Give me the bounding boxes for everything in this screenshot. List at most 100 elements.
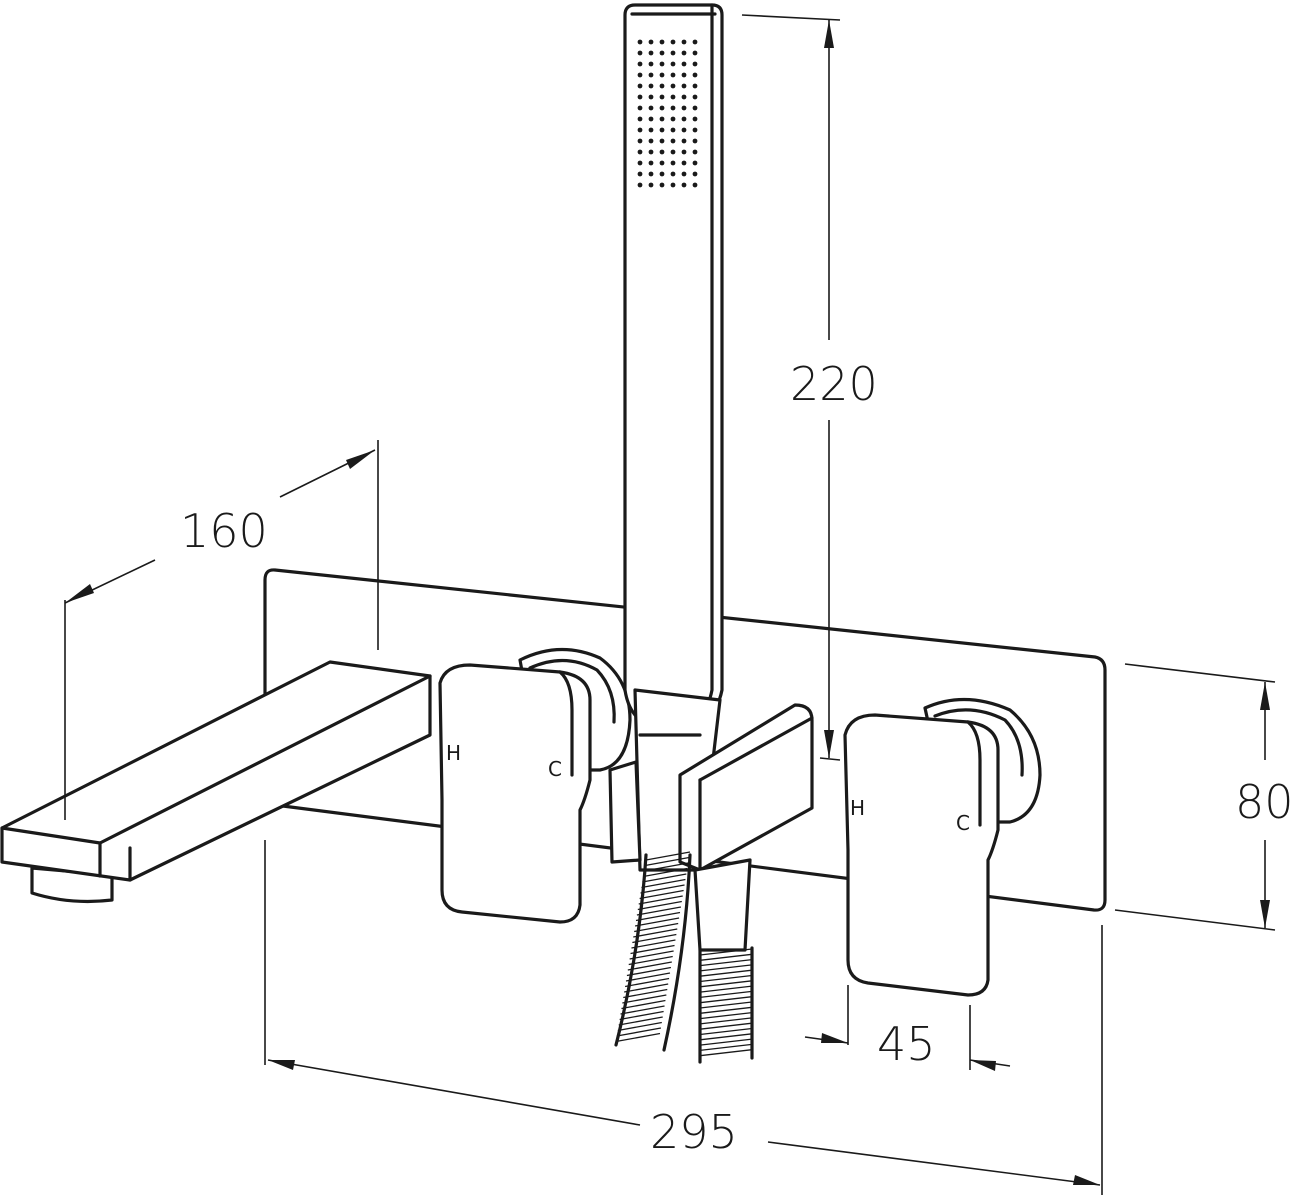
nozzle-dot — [670, 160, 676, 166]
nozzle-dot — [637, 182, 643, 188]
hose-rib — [699, 1043, 753, 1052]
nozzle-dot — [648, 39, 654, 45]
nozzle-dot — [681, 149, 687, 155]
dimension-220: 220 — [741, 14, 878, 761]
hose-rib — [641, 878, 686, 889]
right-handle-cold-mark: C — [956, 811, 970, 835]
nozzle-dot — [648, 72, 654, 78]
hose-rib — [636, 906, 682, 916]
nozzle-dot — [648, 94, 654, 100]
hose-rib — [699, 1006, 753, 1014]
nozzle-dot — [692, 138, 698, 144]
hose-rib — [699, 948, 753, 956]
nozzle-dot — [648, 61, 654, 67]
hose-rib — [617, 1021, 662, 1032]
nozzle-dot — [648, 149, 654, 155]
nozzle-dot — [681, 39, 687, 45]
nozzle-dot — [659, 160, 665, 166]
hose-rib — [621, 999, 666, 1010]
hose-rib — [616, 1027, 662, 1037]
nozzle-dot — [648, 83, 654, 89]
nozzle-dot — [670, 182, 676, 188]
hose-rib — [699, 1038, 753, 1046]
nozzle-dot — [637, 50, 643, 56]
nozzle-dot — [637, 127, 643, 133]
hose-rib — [634, 917, 680, 927]
hose-rib — [633, 928, 678, 938]
nozzle-dot — [681, 127, 687, 133]
nozzle-dot — [670, 61, 676, 67]
hose-rib — [639, 889, 684, 900]
nozzle-dot — [681, 50, 687, 56]
nozzle-dot — [692, 94, 698, 100]
nozzle-dot — [648, 127, 654, 133]
nozzle-dot — [637, 171, 643, 177]
nozzle-dot — [659, 39, 665, 45]
nozzle-dot — [648, 50, 654, 56]
hose-rib — [618, 1016, 663, 1026]
hose-rib — [699, 958, 753, 967]
nozzle-dot — [692, 39, 698, 45]
nozzle-dot — [692, 50, 698, 56]
hose-rib — [699, 1017, 753, 1025]
hose-rib — [629, 950, 674, 960]
nozzle-dot — [659, 83, 665, 89]
hose-rib — [637, 900, 682, 911]
nozzle-dot — [670, 149, 676, 155]
nozzle-dot — [637, 149, 643, 155]
nozzle-dot — [681, 116, 687, 122]
nozzle-dot — [637, 72, 643, 78]
hose-rib — [627, 961, 672, 971]
nozzle-dot — [637, 105, 643, 111]
dimension-295: 295 — [264, 840, 1103, 1195]
hose-rib — [640, 884, 685, 894]
dimension-label-45: 45 — [877, 1017, 936, 1071]
hose-rib — [699, 985, 753, 993]
dimension-label-220: 220 — [790, 357, 878, 411]
nozzle-dot — [692, 171, 698, 177]
nozzle-dot — [637, 83, 643, 89]
hand-shower — [623, 3, 724, 722]
hose-rib — [699, 953, 753, 961]
hose-rib — [622, 994, 667, 1004]
nozzle-dot — [670, 116, 676, 122]
hose-rib — [619, 1010, 664, 1021]
nozzle-dot — [659, 94, 665, 100]
nozzle-dot — [659, 127, 665, 133]
hose-rib — [620, 1005, 665, 1015]
hose-rib — [699, 996, 753, 1004]
nozzle-dot — [670, 127, 676, 133]
hose-rib — [699, 964, 753, 972]
nozzle-dot — [692, 127, 698, 133]
hose-rib — [625, 972, 671, 982]
hose-rib — [699, 1011, 753, 1020]
dimension-label-295: 295 — [650, 1105, 738, 1159]
hose-rib — [699, 1001, 753, 1009]
hose-rib — [624, 983, 669, 993]
shower-hose — [614, 851, 754, 1064]
nozzle-dot — [670, 72, 676, 78]
nozzle-dot — [637, 138, 643, 144]
nozzle-dot — [681, 61, 687, 67]
nozzle-dot — [670, 50, 676, 56]
hose-rib — [628, 955, 673, 966]
nozzle-dot — [692, 182, 698, 188]
nozzle-dot — [659, 182, 665, 188]
nozzle-dot — [659, 50, 665, 56]
hose-rib — [644, 856, 690, 867]
nozzle-dot — [659, 149, 665, 155]
nozzle-dot — [681, 160, 687, 166]
dimension-label-80: 80 — [1235, 775, 1294, 829]
shower-head-nozzles — [637, 39, 698, 188]
dimension-45: 45 — [804, 985, 1011, 1071]
nozzle-dot — [659, 171, 665, 177]
hose-rib — [632, 933, 677, 944]
nozzle-dot — [692, 61, 698, 67]
nozzle-dot — [681, 105, 687, 111]
nozzle-dot — [637, 39, 643, 45]
hose-rib — [699, 969, 753, 977]
hose-rib — [631, 939, 676, 949]
nozzle-dot — [670, 83, 676, 89]
nozzle-dot — [692, 116, 698, 122]
